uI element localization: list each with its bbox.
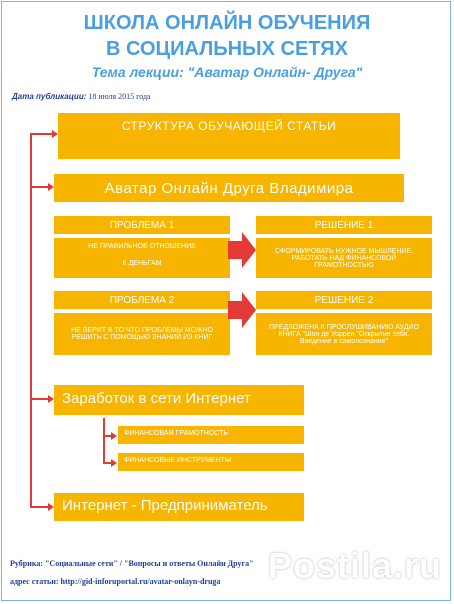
structure-box: СТРУКТУРА ОБУЧАЮЩЕЙ СТАТЬИ <box>58 113 400 159</box>
arrow-head-sub-1 <box>111 432 117 440</box>
publication-date: Дата публикации: 18 июля 2015 года <box>12 92 151 101</box>
earnings-title: Заработок в сети Интернет <box>62 390 251 407</box>
avatar-title: Аватар Онлайн Друга Владимира <box>104 179 354 197</box>
problem2-body: НЕ ВЕРИТ В ТО ЧТО ПРОБЛЕМЫ МОЖНО РЕШИТЬ … <box>54 313 230 355</box>
solution1-title: РЕШЕНИЕ 1 <box>314 219 374 231</box>
lecture-subtitle: Тема лекции: "Аватар Онлайн- Друга" <box>91 64 363 80</box>
structure-title: СТРУКТУРА ОБУЧАЮЩЕЙ СТАТЬИ <box>121 119 337 133</box>
arrow-right-icon-2 <box>228 292 256 328</box>
title-line-2: В СОЦИАЛЬНЫХ СЕТЯХ <box>106 38 348 60</box>
solution2-header: РЕШЕНИЕ 2 <box>256 291 432 309</box>
solution1-body: СФОРМИРОВАТЬ НУЖНОЕ МЫШЛЕНИЕ, РАБОТАТЬ Н… <box>256 238 432 278</box>
sub2-box: ФИНАНСОВЫЕ ИНСТРУМЕНТЫ <box>118 453 304 471</box>
title-line-1: ШКОЛА ОНЛАЙН ОБУЧЕНИЯ <box>83 12 371 34</box>
avatar-box: Аватар Онлайн Друга Владимира <box>54 174 404 202</box>
connector-sub-2 <box>103 462 111 464</box>
connector-branch-1 <box>30 133 52 135</box>
problem2-title: ПРОБЛЕМА 2 <box>109 294 175 306</box>
solution1-text: СФОРМИРОВАТЬ НУЖНОЕ МЫШЛЕНИЕ, РАБОТАТЬ Н… <box>274 247 414 269</box>
earnings-box: Заработок в сети Интернет <box>54 385 304 415</box>
problem2-header: ПРОБЛЕМА 2 <box>54 291 230 309</box>
problem1-line2: К ДЕНЬГАМ <box>122 260 162 267</box>
entrepreneur-title: Интернет - Предприниматель <box>62 497 268 514</box>
problem2-text: НЕ ВЕРИТ В ТО ЧТО ПРОБЛЕМЫ МОЖНО РЕШИТЬ … <box>71 327 213 341</box>
footer-address: адрес статьи: http://gid-inforuportal.ru… <box>10 577 221 586</box>
arrow-head-1 <box>52 130 58 138</box>
entrepreneur-box: Интернет - Предприниматель <box>54 493 304 521</box>
date-value: 18 июля 2015 года <box>88 92 151 101</box>
solution1-header: РЕШЕНИЕ 1 <box>256 216 432 234</box>
connector-spine <box>30 133 32 507</box>
solution2-title: РЕШЕНИЕ 2 <box>314 294 374 306</box>
connector-sub-1 <box>103 435 111 437</box>
arrow-head-4 <box>48 503 54 511</box>
solution2-body: ПРЕДЛОЖЕНА К ПРОСЛУШИВАНИЮ АУДИО КНИГА "… <box>256 313 432 355</box>
sub1-box: ФИНАНСОВАЯ ГРАМОТНОСТЬ <box>118 426 304 444</box>
sub1-label: ФИНАНСОВАЯ ГРАМОТНОСТЬ <box>124 430 228 437</box>
connector-sub-spine <box>103 418 105 463</box>
date-label: Дата публикации: <box>12 92 87 101</box>
connector-branch-3 <box>30 398 48 400</box>
problem1-title: ПРОБЛЕМА 1 <box>109 219 175 231</box>
watermark-logo: Postila.ru <box>268 545 443 586</box>
footer-rubric: Рубрика: "Социальные сети" / "Вопросы и … <box>10 559 254 568</box>
problem1-header: ПРОБЛЕМА 1 <box>54 216 230 234</box>
arrow-head-sub-2 <box>111 459 117 467</box>
solution2-text: ПРЕДЛОЖЕНА К ПРОСЛУШИВАНИЮ АУДИО КНИГА "… <box>268 323 420 345</box>
arrow-right-icon-1 <box>228 232 256 268</box>
arrow-head-2 <box>48 183 54 191</box>
sub2-label: ФИНАНСОВЫЕ ИНСТРУМЕНТЫ <box>124 457 232 464</box>
arrow-head-3 <box>48 395 54 403</box>
connector-branch-2 <box>30 186 48 188</box>
problem1-line1: НЕ ПРАВИЛЬНОЕ ОТНОШЕНИЕ <box>88 243 196 250</box>
problem1-body: НЕ ПРАВИЛЬНОЕ ОТНОШЕНИЕ К ДЕНЬГАМ <box>54 238 230 278</box>
connector-branch-4 <box>30 506 48 508</box>
